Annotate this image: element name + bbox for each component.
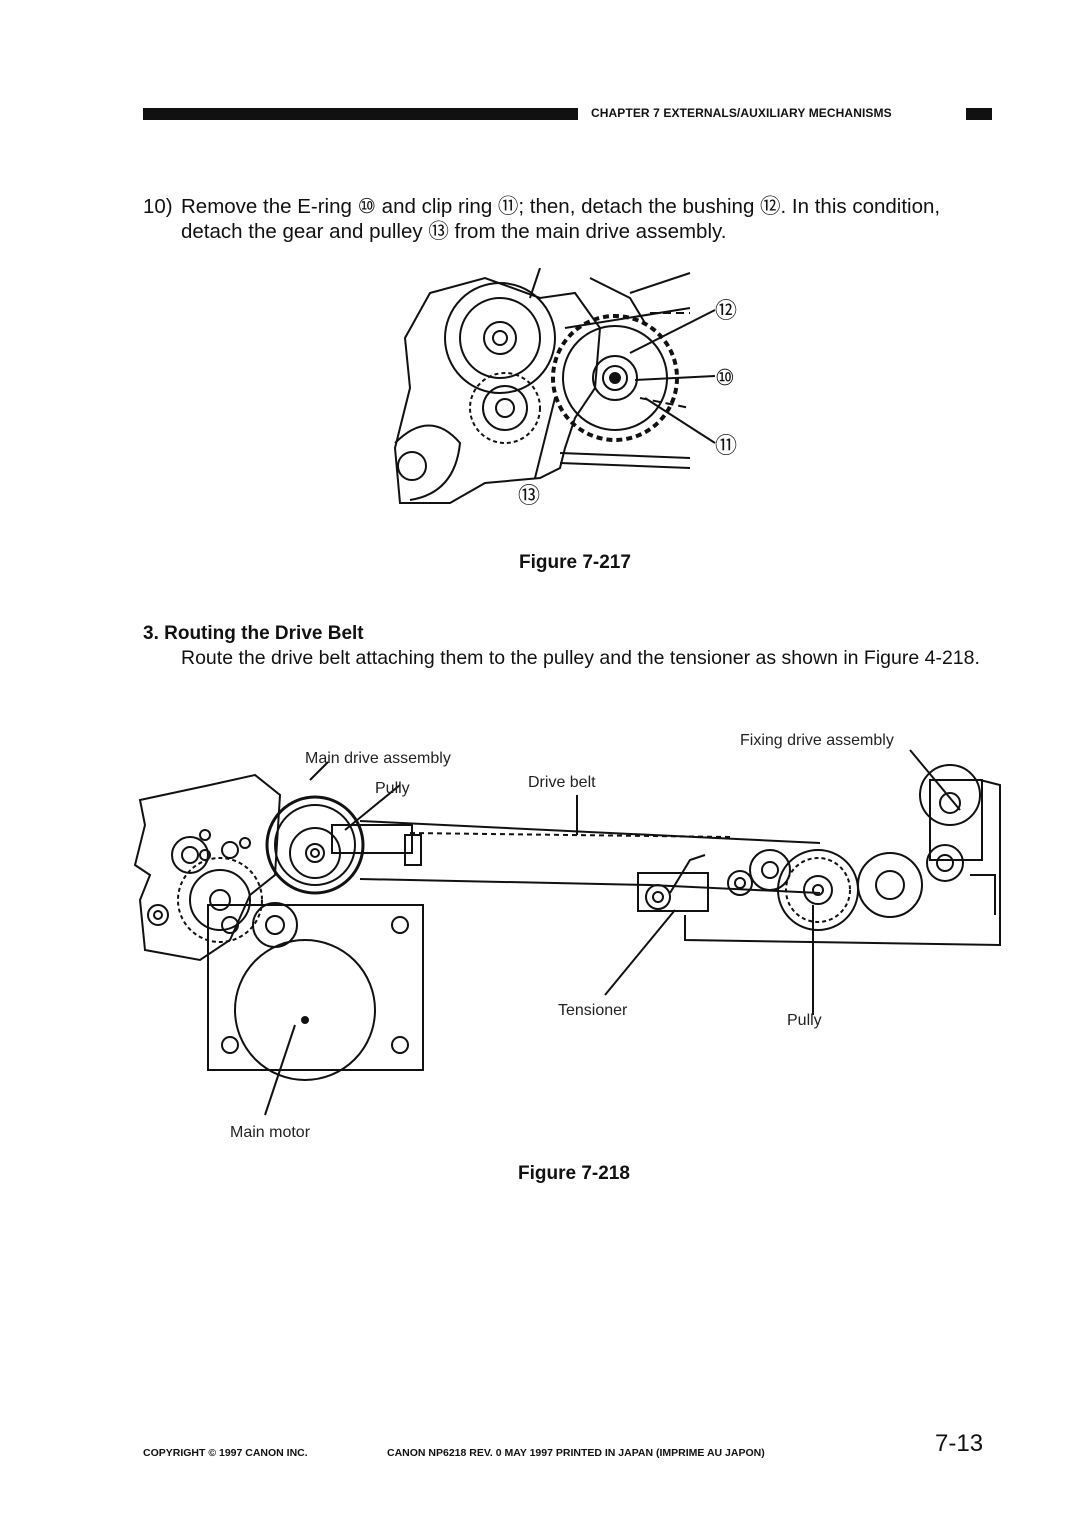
label-tensioner: Tensioner — [558, 1002, 628, 1019]
callout-11: ⑪ — [715, 434, 737, 459]
figure-218-illustration: Main drive assembly Pully Drive belt Fix… — [133, 732, 1001, 1141]
label-drive-belt: Drive belt — [528, 774, 596, 791]
footer-edition: CANON NP6218 REV. 0 MAY 1997 PRINTED IN … — [387, 1447, 765, 1459]
label-pully-left: Pully — [375, 780, 410, 797]
footer-copyright: COPYRIGHT © 1997 CANON INC. — [143, 1447, 308, 1459]
step-number: 10) — [143, 195, 173, 218]
label-fixing-drive-assembly: Fixing drive assembly — [740, 732, 894, 749]
callout-10: ⑩ — [715, 366, 735, 391]
label-main-motor: Main motor — [230, 1124, 311, 1141]
section-body: Route the drive belt attaching them to t… — [143, 646, 993, 671]
header-rule-left — [143, 108, 578, 120]
figure-217-illustration: ⑫ ⑩ ⑪ ⑬ — [393, 268, 737, 508]
chapter-header: CHAPTER 7 EXTERNALS/AUXILIARY MECHANISMS — [591, 106, 892, 120]
label-main-drive-assembly: Main drive assembly — [305, 750, 451, 767]
figure-218-caption: Figure 7-218 — [518, 1163, 630, 1184]
section-heading: 3. Routing the Drive Belt — [143, 623, 364, 644]
callout-12: ⑫ — [715, 299, 737, 324]
page-number: 7-13 — [935, 1430, 984, 1457]
figure-217-caption: Figure 7-217 — [519, 552, 631, 573]
section-body-text: Route the drive belt attaching them to t… — [181, 647, 980, 669]
step-text: Remove the E-ring ⑩ and clip ring ⑪; the… — [181, 195, 941, 243]
label-pully-right: Pully — [787, 1012, 822, 1029]
callout-13: ⑬ — [518, 484, 540, 508]
header-rule-right — [966, 108, 992, 120]
